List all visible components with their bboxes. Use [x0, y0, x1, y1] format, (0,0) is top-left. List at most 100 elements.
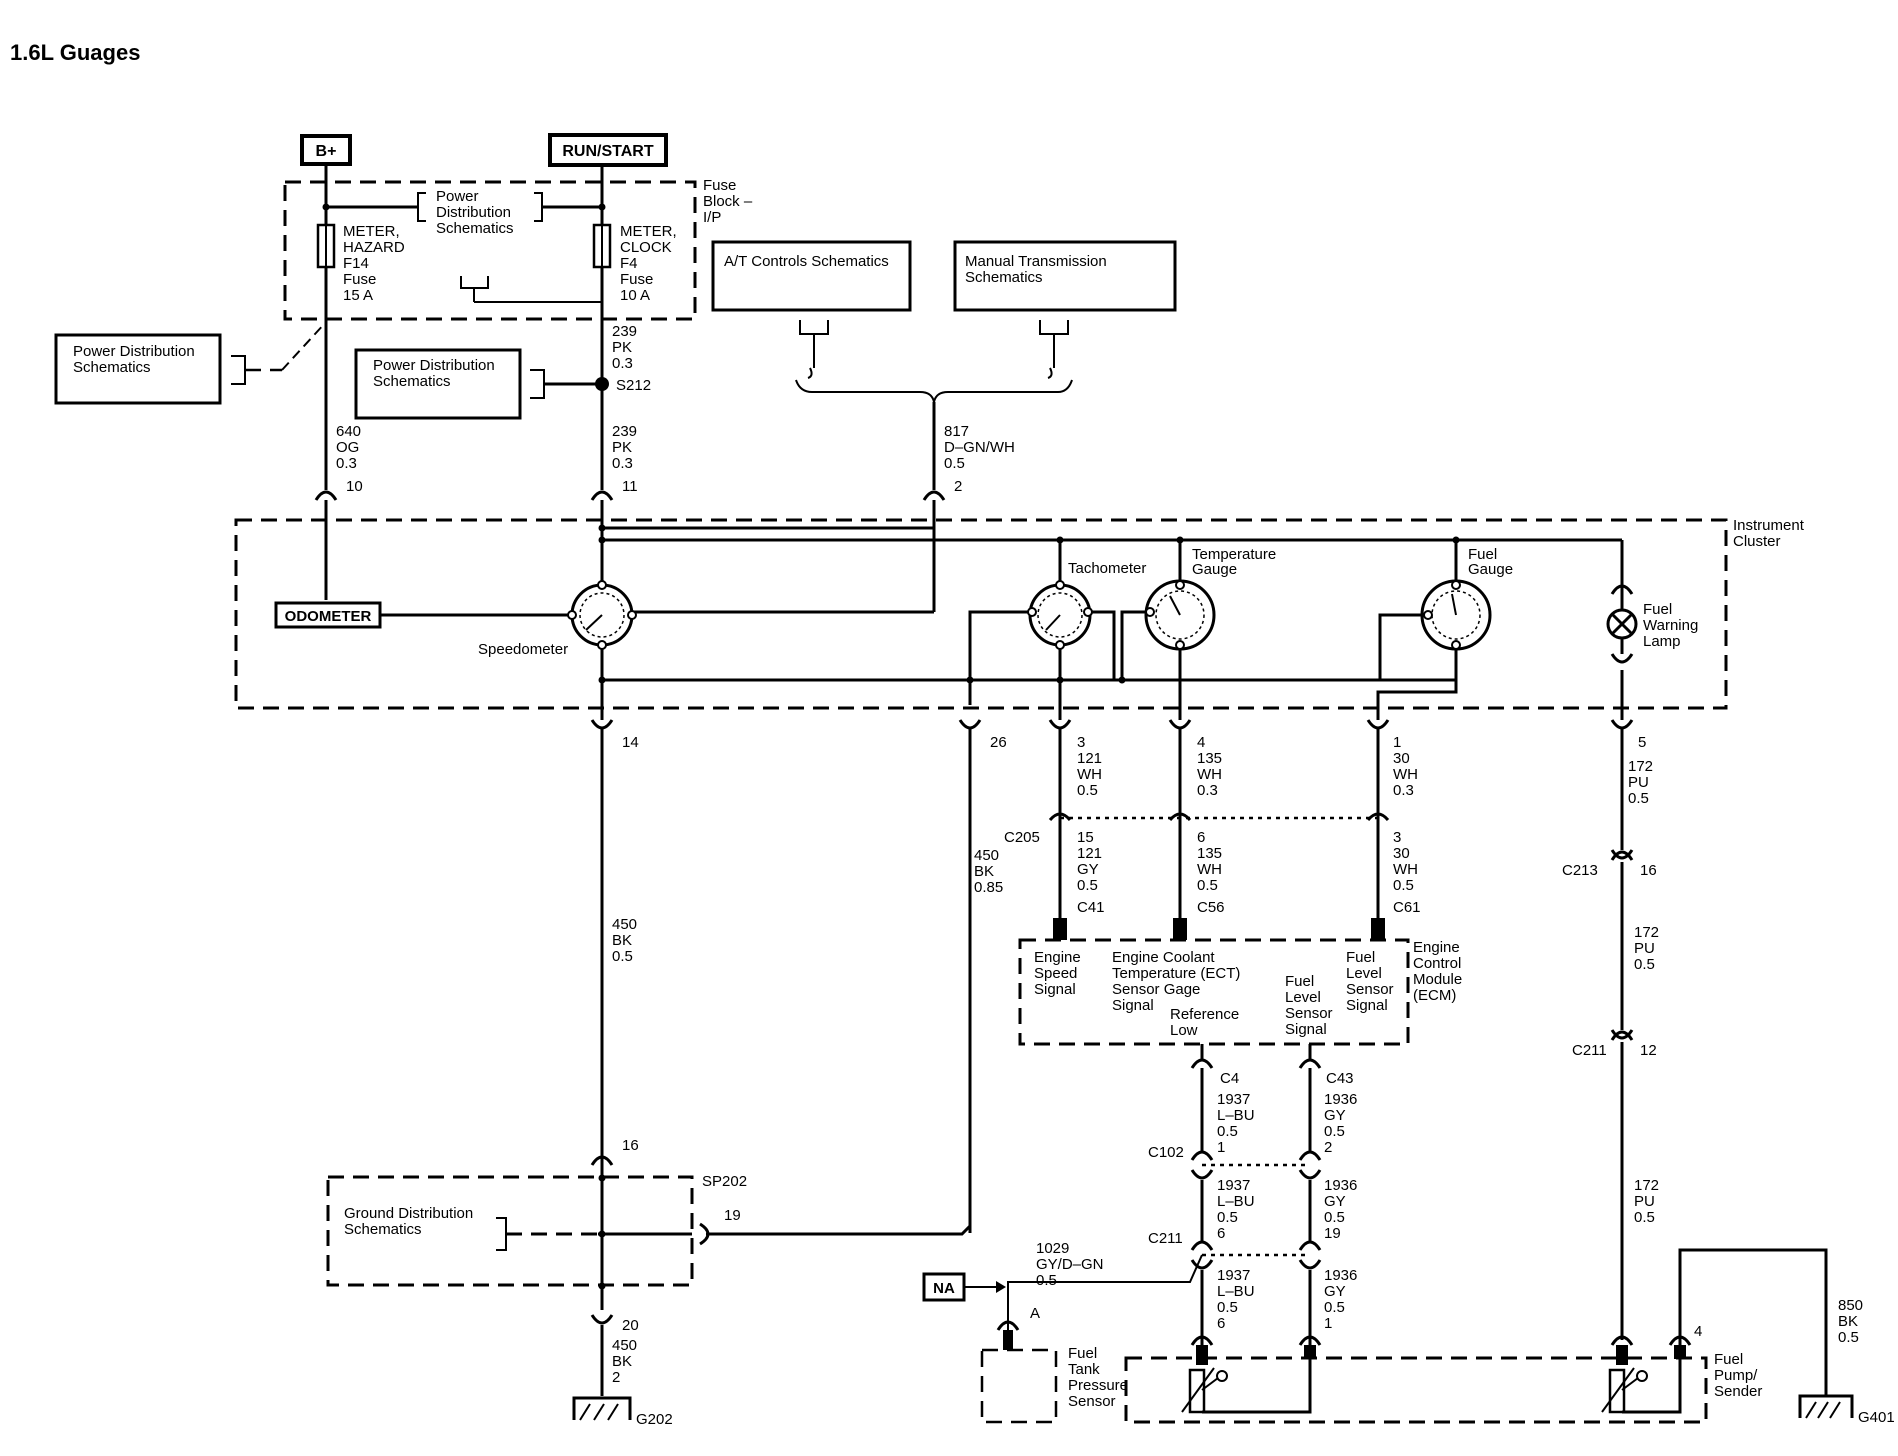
pds-mid-label: Power Distribution Schematics — [373, 357, 499, 390]
instrument-cluster-outline — [234, 518, 1728, 710]
ecm-fuel-level-sensor-signal-1: Fuel Level Sensor Signal — [1285, 973, 1337, 1038]
fuel-pump-sender-label: Fuel Pump/ Sender — [1714, 1351, 1762, 1400]
fuse-f14 — [316, 223, 336, 269]
wire-172-c: 172 PU 0.5 — [1634, 1177, 1663, 1226]
ground-g401-label: G401 — [1858, 1409, 1895, 1426]
wire-1937-a: 1937 L–BU 0.5 — [1217, 1091, 1259, 1140]
odometer — [274, 601, 382, 629]
instrument-cluster-label: Instrument Cluster — [1733, 517, 1808, 550]
pin-a: A — [1030, 1305, 1040, 1322]
wire-1937-b: 1937 L–BU 0.5 — [1217, 1177, 1259, 1226]
ecm-engine-speed-signal: Engine Speed Signal — [1034, 949, 1085, 998]
pin-10: 10 — [346, 478, 363, 495]
manual-trans-box — [953, 240, 1177, 312]
wire-30-b: 3 30 WH 0.5 — [1393, 829, 1422, 894]
wire-1936-b: 1936 GY 0.5 — [1324, 1177, 1362, 1226]
connector-c4: C4 — [1220, 1070, 1239, 1087]
wire-135-a: 4 135 WH 0.3 — [1197, 734, 1226, 799]
pin-1-c102: 1 — [1217, 1139, 1225, 1156]
speedometer-gauge — [567, 580, 637, 650]
wire-1937-c: 1937 L–BU 0.5 6 — [1217, 1267, 1259, 1332]
svg-text:RUN/START: RUN/START — [562, 143, 653, 160]
fuse-block-pds-label: Power Distribution Schematics — [436, 188, 515, 237]
wire-172-b: 172 PU 0.5 — [1634, 924, 1663, 973]
ground-g401-icon — [1798, 1394, 1854, 1419]
pin-16-c213: 16 — [1640, 862, 1657, 879]
connector-c213: C213 — [1562, 862, 1598, 879]
fuse-f14-label: METER, HAZARD F14 Fuse 15 A — [343, 223, 409, 304]
fuel-tank-pressure-sensor-label: Fuel Tank Pressure Sensor — [1068, 1345, 1132, 1410]
wire-1029: 1029 GY/D–GN 0.5 — [1036, 1240, 1108, 1289]
wire-450-b: 450 BK 0.5 — [612, 916, 641, 965]
pin-2: 2 — [954, 478, 962, 495]
wire-817: 817 D–GN/WH 0.5 — [944, 423, 1019, 472]
manual-trans-label: Manual Transmission Schematics — [965, 253, 1111, 286]
wire-850: 850 BK 0.5 — [1838, 1297, 1867, 1346]
sp202-outline — [326, 1175, 694, 1287]
fuel-warning-lamp-label: Fuel Warning Lamp — [1643, 601, 1702, 650]
svg-text:ODOMETER: ODOMETER — [285, 608, 372, 625]
pds-left-label: Power Distribution Schematics — [73, 343, 199, 376]
ecm-outline — [1018, 938, 1410, 1046]
pds-left-box — [54, 333, 222, 405]
splice-s212-label: S212 — [616, 377, 651, 394]
fuel-tank-pressure-sensor — [980, 1348, 1058, 1424]
splice-s212 — [595, 377, 609, 391]
sp202-label: SP202 — [702, 1173, 747, 1190]
wire-450-c: 450 BK 2 — [612, 1337, 641, 1386]
fuse-block-label: Fuse Block – I/P — [703, 177, 756, 226]
wire-172-a: 5 172 PU 0.5 — [1628, 734, 1657, 807]
ground-g202-label: G202 — [636, 1411, 673, 1428]
at-controls-box — [711, 240, 912, 312]
pin-20: 20 — [622, 1317, 639, 1334]
temperature-gauge-label: Temperature Gauge — [1192, 546, 1280, 578]
ground-distribution-label: Ground Distribution Schematics — [344, 1205, 477, 1238]
speedometer-label: Speedometer — [478, 641, 568, 658]
ecm-reference-low: Reference Low — [1170, 1006, 1243, 1039]
ground-g202-icon — [572, 1396, 632, 1421]
fuel-level-sensor-1-icon — [1181, 1345, 1316, 1414]
wire-1936-a: 1936 GY 0.5 — [1324, 1091, 1362, 1140]
connector-c43: C43 — [1326, 1070, 1354, 1087]
fuel-gauge — [1420, 579, 1492, 651]
pin-4-pump: 4 — [1694, 1323, 1702, 1340]
ecm-label: Engine Control Module (ECM) — [1413, 939, 1466, 1004]
pin-14: 14 — [622, 734, 639, 751]
fuse-block-outline — [283, 180, 697, 321]
fuel-pump-sender-outline — [1124, 1356, 1708, 1424]
pin-12-c211: 12 — [1640, 1042, 1657, 1059]
ecm-ect-signal: Engine Coolant Temperature (ECT) Sensor … — [1112, 949, 1245, 1014]
svg-text:NA: NA — [933, 1280, 955, 1297]
wire-640: 640 OG 0.3 — [336, 423, 365, 472]
wire-121-a: 3 121 WH 0.5 — [1077, 734, 1106, 799]
connector-c205: C205 — [1004, 829, 1040, 846]
wire-450-a: 450 BK 0.85 — [974, 847, 1003, 896]
ecm-fuel-level-sensor-signal-2: Fuel Level Sensor Signal — [1346, 949, 1398, 1014]
pin-26: 26 — [990, 734, 1007, 751]
fuel-gauge-label: Fuel Gauge — [1468, 546, 1513, 578]
tachometer-gauge — [1027, 580, 1093, 650]
pin-6-c211: 6 — [1217, 1225, 1225, 1242]
pin-11: 11 — [622, 478, 638, 495]
svg-text:B+: B+ — [316, 143, 337, 160]
connector-c56: C56 — [1197, 899, 1225, 916]
fuel-warning-lamp-icon — [1606, 584, 1638, 664]
connector-c102: C102 — [1148, 1144, 1184, 1161]
fuse-f4-label: METER, CLOCK F4 Fuse 10 A — [620, 223, 681, 304]
bplus-source: B+ — [300, 134, 352, 166]
connector-c211-lower: C211 — [1148, 1230, 1183, 1247]
wire-135-b: 6 135 WH 0.5 — [1197, 829, 1226, 894]
wire-30-a: 1 30 WH 0.3 — [1393, 734, 1422, 799]
fuel-level-sensor-2-icon — [1601, 1345, 1686, 1414]
pin-2-c102: 2 — [1324, 1139, 1332, 1156]
connector-c41: C41 — [1077, 899, 1105, 916]
wire-239-a: 239 PK 0.3 — [612, 323, 641, 372]
page-title: 1.6L Guages — [10, 40, 140, 65]
runstart-source: RUN/START — [548, 133, 668, 167]
tachometer-label: Tachometer — [1068, 560, 1146, 577]
connector-c61: C61 — [1393, 899, 1421, 916]
wire-1936-c: 1936 GY 0.5 1 — [1324, 1267, 1362, 1332]
temperature-gauge — [1144, 579, 1216, 651]
pin-16-sp202: 16 — [622, 1137, 639, 1154]
